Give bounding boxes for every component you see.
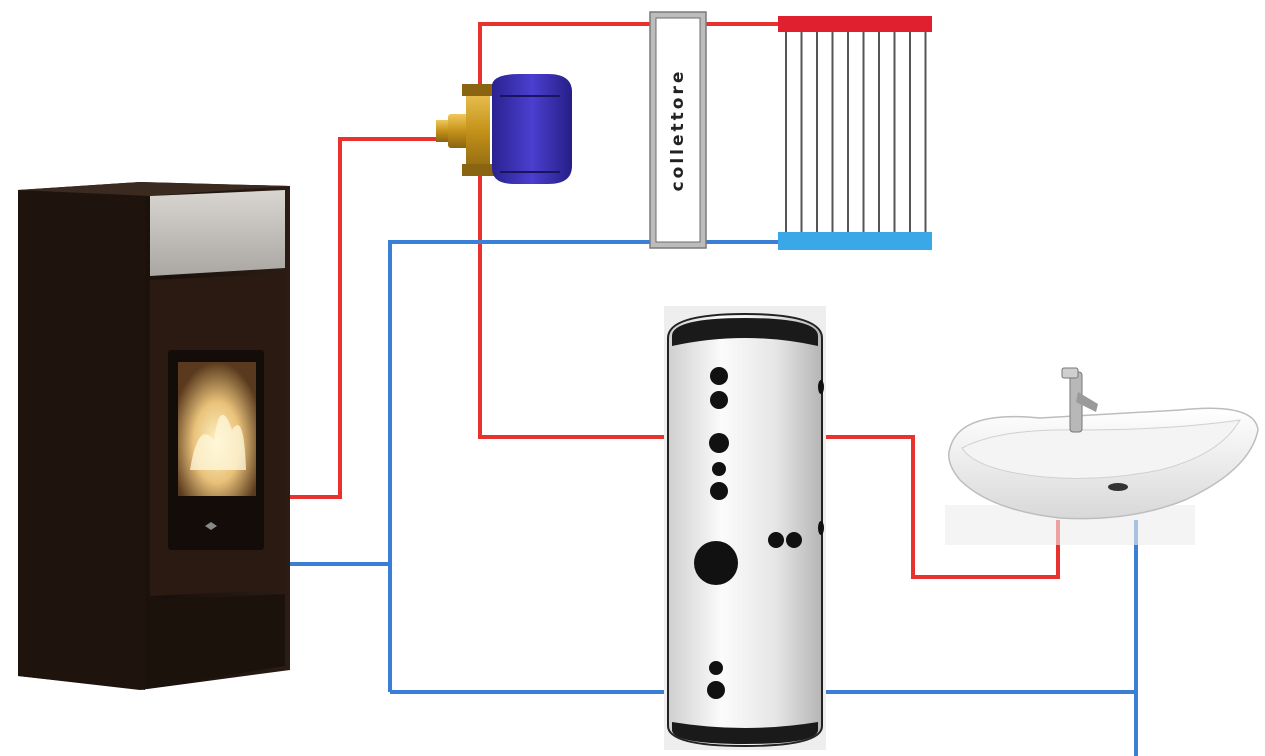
cold-water-pipes bbox=[288, 240, 1138, 756]
manifold-box: collettore bbox=[649, 11, 707, 249]
tank-ports bbox=[694, 367, 824, 699]
water-tank-icon bbox=[664, 306, 826, 750]
cold-pipe-return-main bbox=[388, 240, 650, 692]
hot-pipe-stove-to-valve bbox=[288, 137, 445, 499]
radiator-elements bbox=[785, 32, 927, 232]
manifold-label: collettore bbox=[668, 69, 688, 192]
hot-pipe-tank-to-sink bbox=[820, 435, 1060, 579]
hot-pipe-valve-to-tank bbox=[478, 175, 668, 439]
sink-icon bbox=[945, 367, 1259, 545]
hot-pipe-valve-to-manifold bbox=[478, 22, 650, 85]
radiator-icon bbox=[778, 16, 932, 250]
pellet-stove-icon bbox=[18, 182, 290, 690]
thermostatic-valve-icon bbox=[436, 74, 572, 184]
hot-water-pipes bbox=[288, 22, 1060, 579]
